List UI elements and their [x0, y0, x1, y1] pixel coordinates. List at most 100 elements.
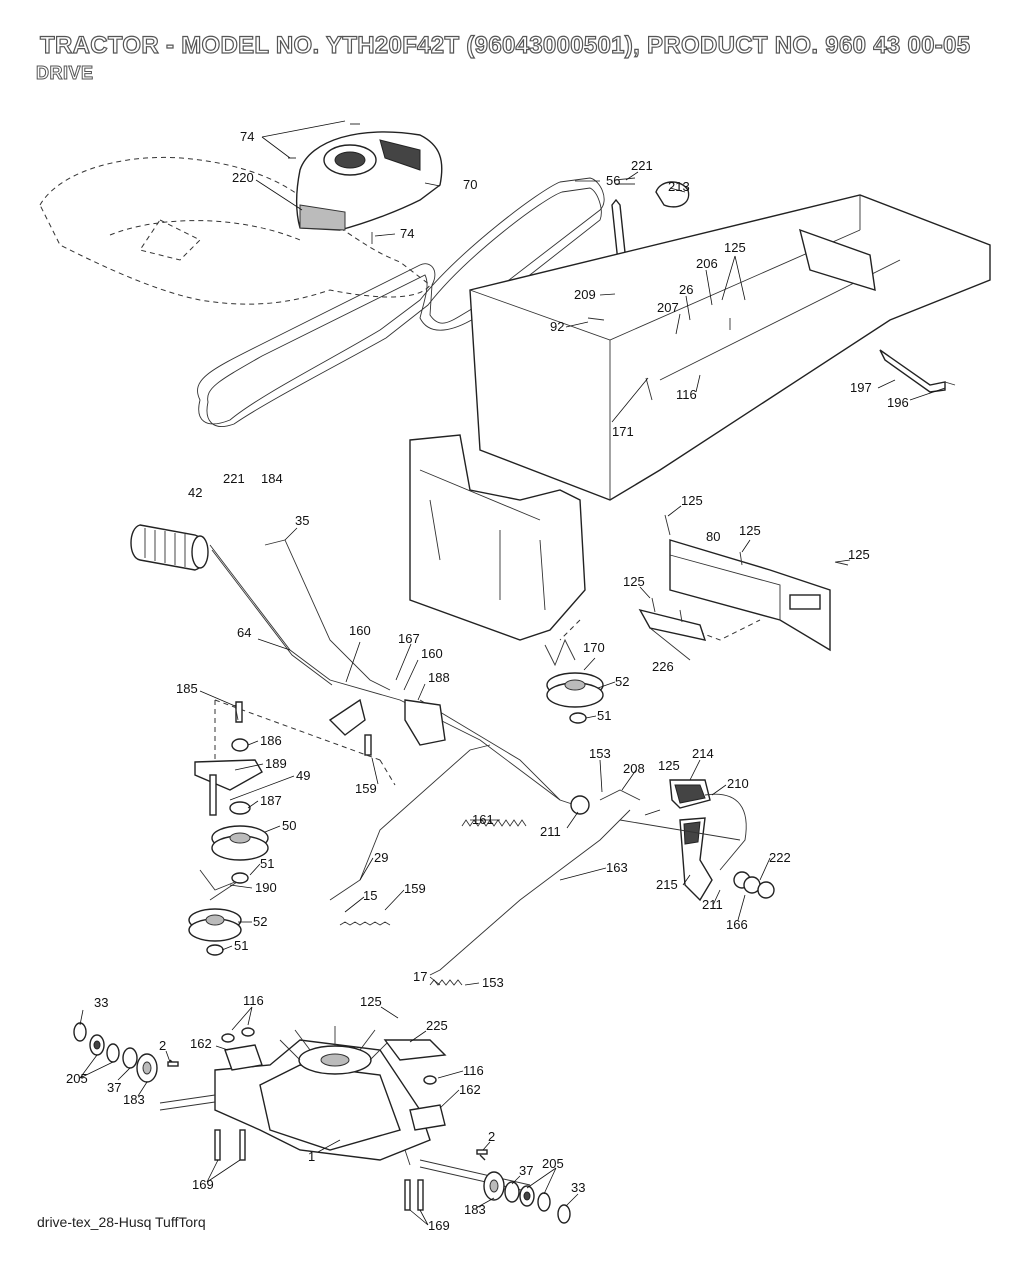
callout-187: 187 — [260, 793, 282, 808]
callout-171: 171 — [612, 424, 634, 439]
callout-162a: 162 — [190, 1036, 212, 1051]
callout-214: 214 — [692, 746, 714, 761]
callout-51a: 51 — [597, 708, 611, 723]
callout-189: 189 — [265, 756, 287, 771]
callout-166: 166 — [726, 917, 748, 932]
washers-left — [73, 1022, 179, 1083]
callout-210: 210 — [727, 776, 749, 791]
idler-pulley-52 — [544, 638, 604, 724]
callout-92: 92 — [550, 319, 564, 334]
fasteners — [234, 123, 956, 1166]
washers-right — [476, 1149, 571, 1224]
callout-125g: 125 — [360, 994, 382, 1009]
callout-211a: 211 — [540, 824, 561, 839]
callout-2b: 2 — [488, 1129, 495, 1144]
callout-183b: 183 — [464, 1202, 486, 1217]
callout-70: 70 — [463, 177, 477, 192]
callout-51b: 51 — [260, 856, 274, 871]
callout-190: 190 — [255, 880, 277, 895]
callout-49: 49 — [296, 768, 310, 783]
callout-170: 170 — [583, 640, 605, 655]
drive-belt-56 — [197, 177, 605, 427]
tractor-frame — [409, 194, 991, 641]
fender-70 — [295, 131, 443, 231]
callout-74a: 74 — [240, 129, 254, 144]
callout-42: 42 — [188, 485, 202, 500]
spring-161 — [461, 819, 527, 827]
callout-125e: 125 — [623, 574, 645, 589]
callout-211b: 211 — [702, 897, 723, 912]
callout-215: 215 — [656, 877, 678, 892]
leader-lines — [79, 120, 946, 1226]
bracket-80 — [559, 539, 831, 652]
callout-116a: 116 — [676, 387, 697, 402]
callout-74b: 74 — [400, 226, 414, 241]
callout-153b: 153 — [482, 975, 504, 990]
callout-37b: 37 — [519, 1163, 533, 1178]
callout-188: 188 — [428, 670, 450, 685]
callout-159a: 159 — [355, 781, 377, 796]
callout-205a: 205 — [66, 1071, 88, 1086]
callout-56: 56 — [606, 173, 620, 188]
rods — [209, 539, 631, 976]
callout-196: 196 — [887, 395, 909, 410]
transaxle — [159, 1026, 531, 1211]
callout-125b: 125 — [681, 493, 703, 508]
callout-37a: 37 — [107, 1080, 121, 1095]
callout-35: 35 — [295, 513, 309, 528]
callout-207: 207 — [657, 300, 679, 315]
callout-208: 208 — [623, 761, 645, 776]
callout-64: 64 — [237, 625, 251, 640]
callout-153a: 153 — [589, 746, 611, 761]
spring-159 — [339, 921, 391, 926]
callout-206: 206 — [696, 256, 718, 271]
page-title: TRACTOR - MODEL NO. YTH20F42T (960430005… — [39, 31, 971, 59]
bracket-188 — [328, 698, 446, 756]
callout-163: 163 — [606, 860, 628, 875]
callout-221b: 221 — [223, 471, 245, 486]
callout-33a: 33 — [94, 995, 108, 1010]
callout-162b: 162 — [459, 1082, 481, 1097]
callout-169a: 169 — [192, 1177, 214, 1192]
callout-225: 225 — [426, 1018, 448, 1033]
callout-50: 50 — [282, 818, 296, 833]
pedal-assembly — [570, 779, 775, 902]
callout-80: 80 — [706, 529, 720, 544]
pedal-grip-42 — [130, 524, 209, 571]
callout-29: 29 — [374, 850, 388, 865]
callout-160a: 160 — [349, 623, 371, 638]
callout-183a: 183 — [123, 1092, 145, 1107]
callout-220: 220 — [232, 170, 254, 185]
callout-labels: 74 220 70 74 56 221 213 125 206 209 26 2… — [66, 129, 909, 1233]
footer-caption: drive-tex_28-Husq TuffTorq — [37, 1214, 206, 1230]
callout-51c: 51 — [234, 938, 248, 953]
callout-221a: 221 — [631, 158, 653, 173]
callout-161: 161 — [472, 812, 494, 827]
callout-184: 184 — [261, 471, 283, 486]
callout-26: 26 — [679, 282, 693, 297]
callout-222: 222 — [769, 850, 791, 865]
callout-52a: 52 — [615, 674, 629, 689]
callout-169b: 169 — [428, 1218, 450, 1233]
callout-17: 17 — [413, 969, 427, 984]
callout-125a: 125 — [724, 240, 746, 255]
page-subtitle: DRIVE — [36, 63, 94, 84]
callout-1: 1 — [308, 1149, 315, 1164]
callout-33b: 33 — [571, 1180, 585, 1195]
callout-125f: 125 — [658, 758, 680, 773]
callout-160b: 160 — [421, 646, 443, 661]
callout-185: 185 — [176, 681, 198, 696]
callout-197: 197 — [850, 380, 872, 395]
callout-116c: 116 — [463, 1063, 484, 1078]
callout-159b: 159 — [404, 881, 426, 896]
callout-209: 209 — [574, 287, 596, 302]
callout-52b: 52 — [253, 914, 267, 929]
callout-186: 186 — [260, 733, 282, 748]
callout-15: 15 — [363, 888, 377, 903]
callout-116b: 116 — [243, 993, 264, 1008]
callout-213: 213 — [668, 179, 690, 194]
callout-167: 167 — [398, 631, 420, 646]
callout-205b: 205 — [542, 1156, 564, 1171]
callout-226: 226 — [652, 659, 674, 674]
